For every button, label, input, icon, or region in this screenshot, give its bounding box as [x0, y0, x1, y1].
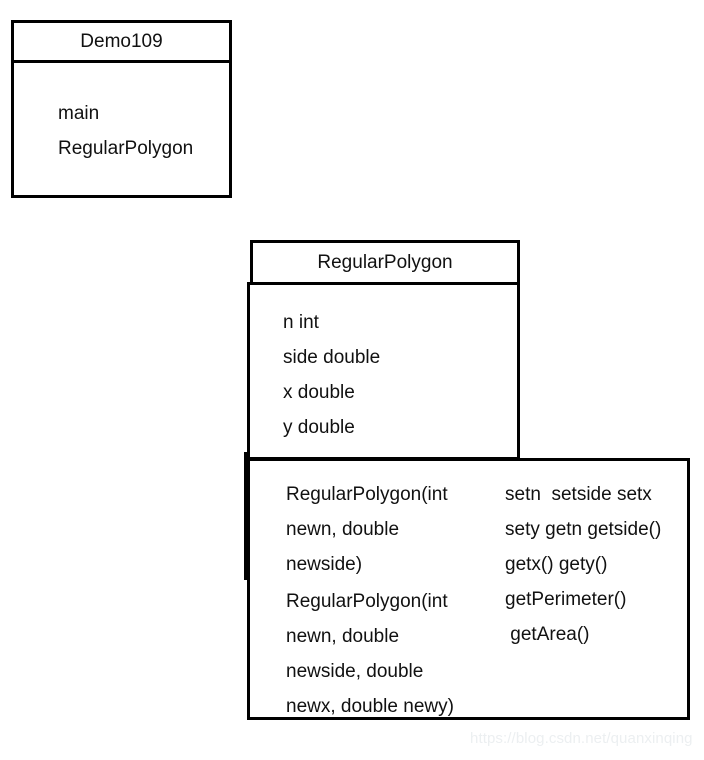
accessors-line-5: getArea()	[505, 624, 590, 645]
class-regularpolygon-attributes-compartment: n int side double x double y double	[247, 282, 520, 460]
constructor-two-arg-line-2: newn, double	[286, 519, 400, 540]
accessors-line-1: setn setside setx	[505, 484, 652, 505]
constructor-two-arg-line-1: RegularPolygon(int	[286, 484, 448, 505]
constructor-two-arg-line-3: newside)	[286, 554, 363, 575]
attribute-y: y double	[283, 417, 355, 438]
attribute-x: x double	[283, 382, 355, 403]
class-regularpolygon-accessor-list: setn setside setx sety getn getside() ge…	[505, 477, 687, 652]
constructor-four-arg-line-1: RegularPolygon(int	[286, 591, 448, 612]
constructor-two-arg: RegularPolygon(int newn, double newside)	[286, 477, 506, 582]
class-regularpolygon-attribute-list: n int side double x double y double	[283, 305, 380, 445]
compartment-border-artifact	[244, 452, 248, 580]
class-demo109-member-list: main RegularPolygon	[58, 96, 193, 166]
class-demo109-member-main: main	[58, 103, 100, 124]
attribute-n: n int	[283, 312, 319, 333]
attribute-side: side double	[283, 347, 381, 368]
watermark-text: https://blog.csdn.net/quanxinqing	[470, 730, 693, 747]
class-demo109-members-compartment: main RegularPolygon	[11, 60, 232, 198]
class-demo109-name: Demo109	[80, 31, 163, 52]
constructor-four-arg: RegularPolygon(int newn, double newside,…	[286, 584, 506, 717]
class-demo109-member-regularpolygon: RegularPolygon	[58, 138, 194, 159]
methods-clip-region: RegularPolygon(int newn, double newside)…	[250, 461, 687, 717]
class-regularpolygon-title-cell: RegularPolygon	[250, 240, 520, 285]
constructor-four-arg-line-4: newx, double newy)	[286, 696, 454, 717]
accessors-line-3: getx() gety()	[505, 554, 608, 575]
class-demo109-title-cell: Demo109	[11, 20, 232, 63]
accessors-line-2: sety getn getside()	[505, 519, 662, 540]
class-regularpolygon-name: RegularPolygon	[317, 252, 453, 273]
constructor-four-arg-line-3: newside, double	[286, 661, 424, 682]
accessors-line-4: getPerimeter()	[505, 589, 627, 610]
constructor-four-arg-line-2: newn, double	[286, 626, 400, 647]
class-regularpolygon-constructor-list: RegularPolygon(int newn, double newside)…	[286, 477, 506, 717]
class-regularpolygon-methods-compartment: RegularPolygon(int newn, double newside)…	[247, 458, 690, 720]
